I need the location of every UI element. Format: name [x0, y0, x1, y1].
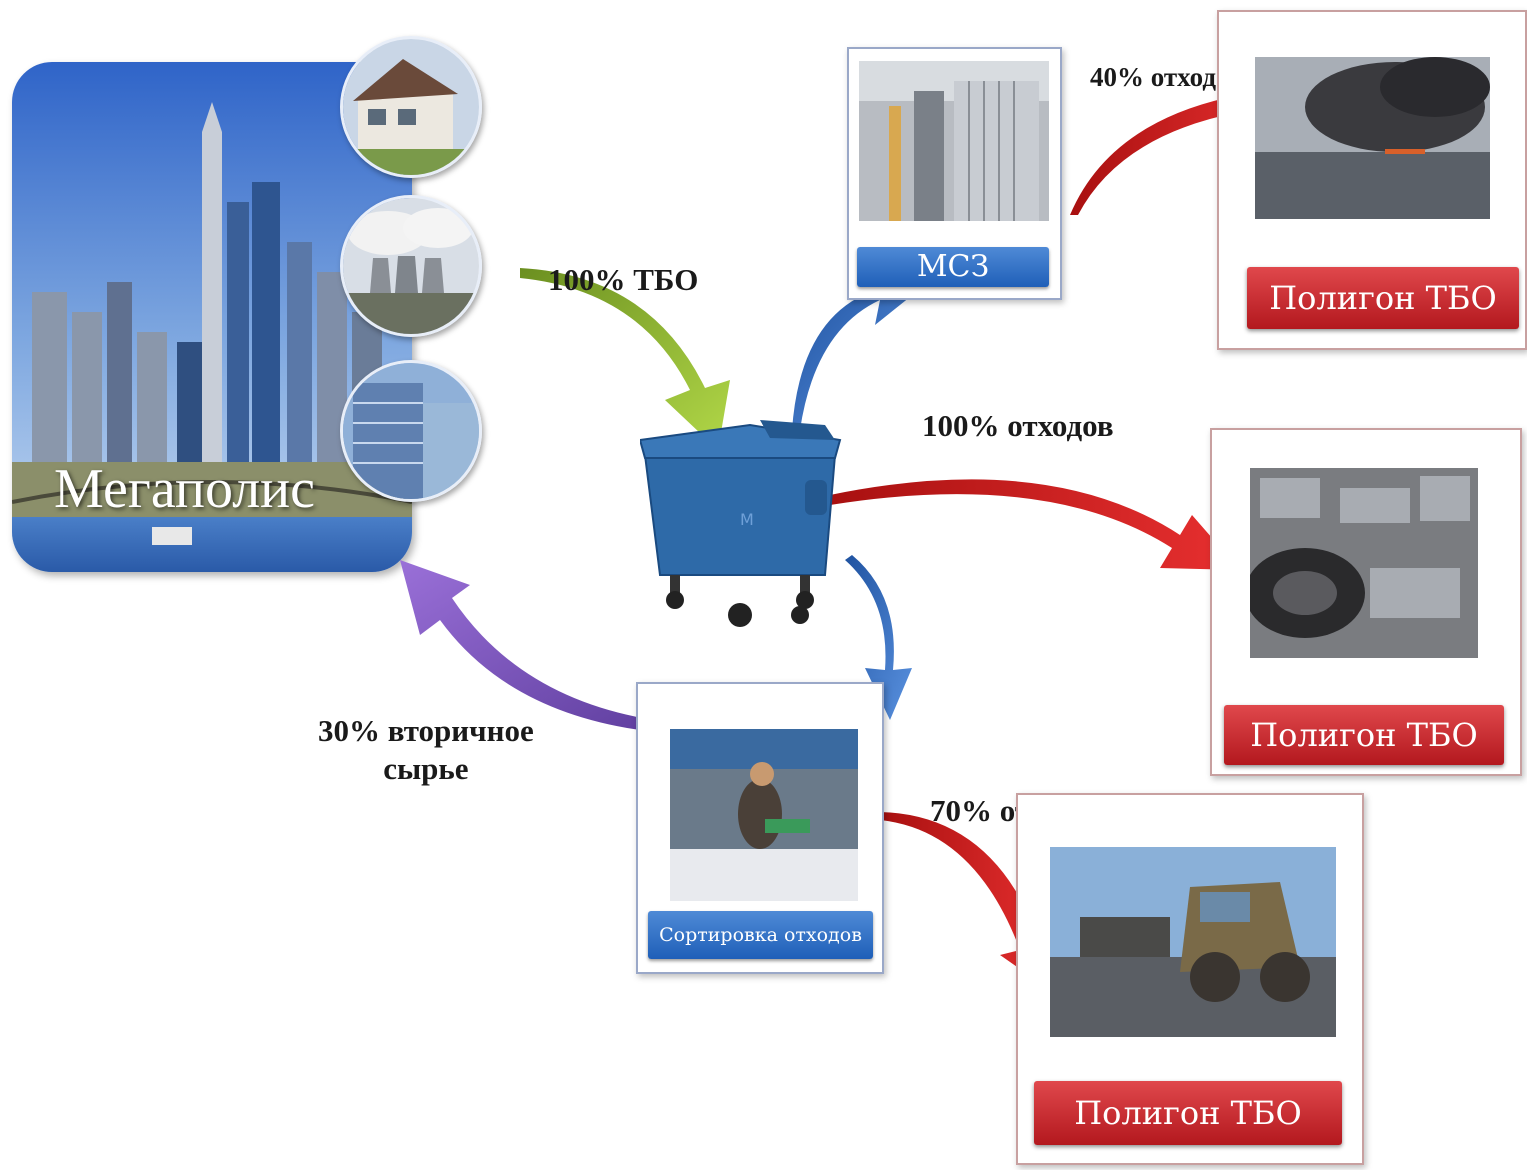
city-label: Мегаполис: [54, 458, 315, 520]
secondary-raw-label-line2: сырье: [383, 751, 469, 786]
landfill-share-label: 100% отходов: [922, 408, 1114, 443]
sorting-line-photo: [670, 729, 858, 901]
secondary-raw-label: 30% вторичное сырье: [318, 712, 534, 788]
landfill-top-card: Полигон ТБО: [1217, 10, 1527, 350]
msw-input-label: 100% ТБО: [548, 262, 699, 297]
landfill-bottom-button[interactable]: Полигон ТБО: [1034, 1081, 1342, 1145]
waste-bin-image: M: [640, 420, 842, 627]
office-building-photo-circle: [340, 360, 482, 502]
power-plant-photo-circle: [340, 195, 482, 337]
landfill-bottom-card: Полигон ТБО: [1016, 793, 1364, 1165]
landfill-fire-photo: [1255, 57, 1490, 219]
arrow-msw-to-bin: [520, 268, 730, 450]
landfill-middle-card: Полигон ТБО: [1210, 428, 1522, 776]
landfill-top-button[interactable]: Полигон ТБО: [1247, 267, 1519, 329]
landfill-tire-photo: [1250, 468, 1478, 658]
city-skyline-image: [12, 62, 412, 572]
sorting-button[interactable]: Сортировка отходов: [648, 911, 873, 959]
svg-text:M: M: [740, 510, 754, 529]
sorting-card: Сортировка отходов: [636, 682, 884, 974]
secondary-raw-label-line1: 30% вторичное: [318, 713, 534, 748]
city-panel: Мегаполис: [12, 62, 412, 572]
incineration-plant-photo: [859, 61, 1049, 221]
arrow-sorting-to-city: [400, 560, 700, 735]
house-photo-circle: [340, 36, 482, 178]
arrow-bin-to-landfill-middle: [830, 479, 1240, 570]
arrow-bin-to-sorting: [845, 555, 912, 720]
msz-card: МСЗ: [847, 47, 1062, 300]
landfill-bulldozer-photo: [1050, 847, 1336, 1037]
landfill-middle-button[interactable]: Полигон ТБО: [1224, 705, 1504, 765]
msz-button[interactable]: МСЗ: [857, 247, 1049, 287]
